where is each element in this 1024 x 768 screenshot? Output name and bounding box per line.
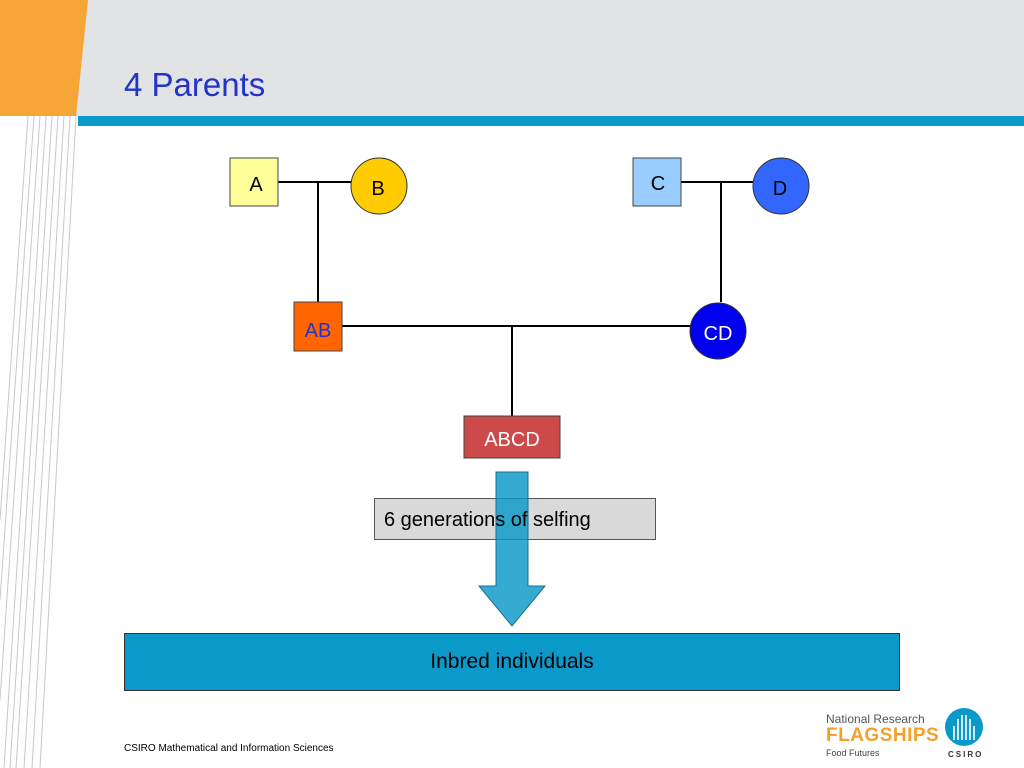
node-b	[350, 157, 408, 215]
node-abcd	[463, 415, 561, 459]
node-cd	[689, 302, 747, 360]
selfing-note-label: 6 generations of selfing	[384, 509, 591, 531]
result-label: Inbred individuals	[430, 650, 594, 673]
footer-text: CSIRO Mathematical and Information Scien…	[124, 743, 334, 754]
csiro-mark-icon	[945, 708, 983, 746]
logo-line1: National Research	[826, 712, 925, 726]
logo-line3: Food Futures	[826, 748, 880, 758]
logo-org: CSIRO	[948, 750, 984, 759]
node-abcd-label: ABCD	[484, 429, 540, 451]
logo-line2: FLAGSHIPS	[826, 725, 940, 746]
node-cd-label: CD	[704, 323, 733, 345]
node-c-label: C	[651, 173, 665, 195]
csiro-flagships-logo: National Research FLAGSHIPS Food Futures…	[826, 706, 996, 764]
orange-corner-block	[0, 0, 88, 116]
node-d	[752, 157, 810, 215]
node-c	[632, 157, 682, 207]
header-rule	[78, 116, 1024, 126]
node-ab	[293, 301, 343, 352]
slide-title: 4 Parents	[124, 66, 266, 103]
node-d-label: D	[773, 178, 787, 200]
decorative-stripes	[0, 0, 88, 768]
node-ab-label: AB	[305, 320, 332, 342]
result-box: Inbred individuals	[124, 633, 900, 691]
node-a	[229, 157, 279, 207]
pedigree-connectors	[278, 181, 754, 416]
node-b-label: B	[371, 178, 384, 200]
header-band	[0, 0, 1024, 116]
node-a-label: A	[249, 174, 263, 196]
